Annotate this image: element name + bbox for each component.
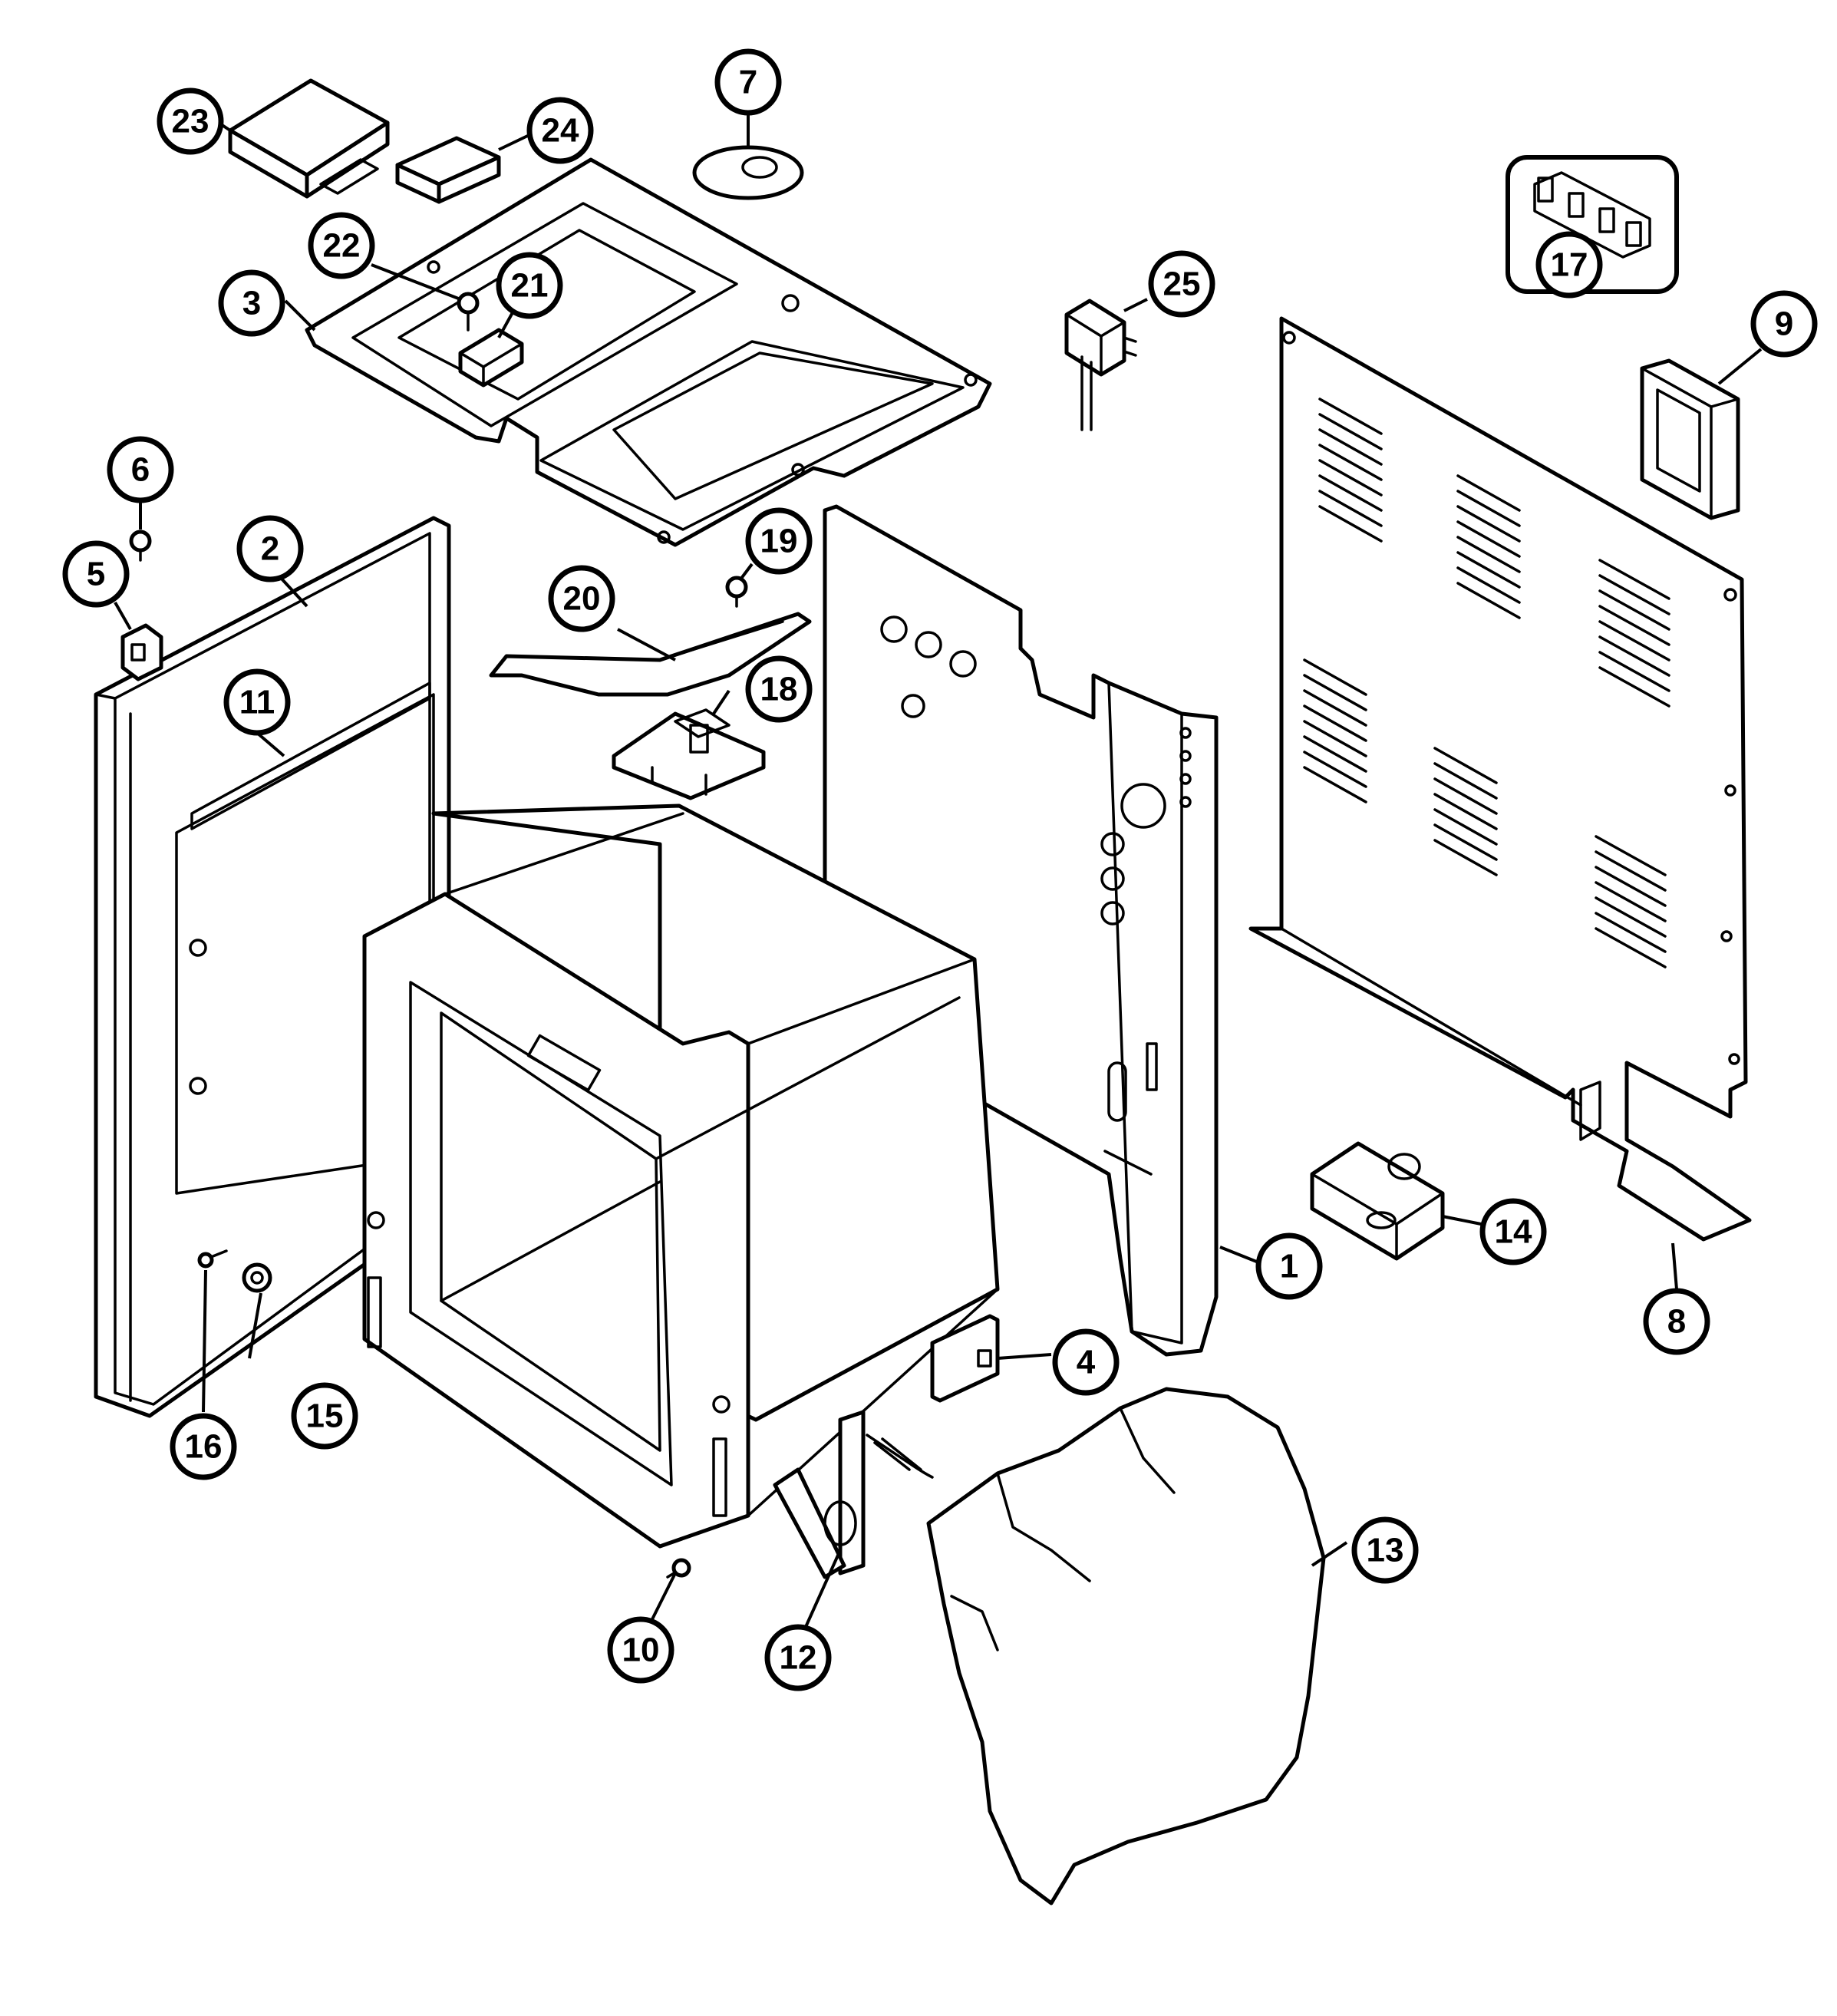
svg-text:1: 1 bbox=[1280, 1248, 1298, 1285]
callout-21: 21 bbox=[496, 252, 563, 319]
svg-text:24: 24 bbox=[542, 112, 579, 150]
callout-1: 1 bbox=[1255, 1232, 1323, 1300]
callout-5: 5 bbox=[62, 540, 130, 608]
callout-22: 22 bbox=[308, 212, 375, 279]
svg-text:19: 19 bbox=[760, 523, 798, 560]
part-13-insulation bbox=[926, 1387, 1326, 1905]
part-3-top-panel bbox=[305, 157, 992, 547]
part-1-right-side-panel bbox=[823, 504, 1219, 1357]
louver-group-2 bbox=[1456, 474, 1521, 619]
svg-text:18: 18 bbox=[760, 671, 798, 708]
callout-16: 16 bbox=[170, 1413, 237, 1480]
svg-text:22: 22 bbox=[323, 227, 361, 265]
svg-text:16: 16 bbox=[185, 1428, 223, 1466]
callout-6: 6 bbox=[107, 436, 174, 503]
callout-23: 23 bbox=[157, 87, 224, 155]
svg-text:7: 7 bbox=[739, 64, 757, 101]
part-15-grommet bbox=[242, 1262, 272, 1293]
part-6-screw bbox=[129, 530, 152, 562]
leader-lines bbox=[114, 113, 1763, 1628]
callout-11: 11 bbox=[223, 668, 291, 736]
callout-7: 7 bbox=[714, 48, 782, 116]
part-21-switch bbox=[458, 328, 524, 388]
part-14-bracket bbox=[1310, 1141, 1445, 1261]
panel-holes bbox=[880, 615, 1192, 1176]
part-19-screw bbox=[725, 576, 748, 608]
part-23-box bbox=[228, 78, 390, 199]
svg-text:14: 14 bbox=[1495, 1213, 1532, 1251]
svg-text:4: 4 bbox=[1077, 1344, 1096, 1381]
svg-text:23: 23 bbox=[172, 103, 209, 140]
callout-4: 4 bbox=[1052, 1328, 1120, 1396]
part-7-cap bbox=[692, 145, 804, 200]
callout-2: 2 bbox=[236, 515, 304, 582]
svg-text:3: 3 bbox=[242, 285, 261, 322]
callout-17: 17 bbox=[1535, 231, 1603, 299]
part-22-screw bbox=[457, 292, 480, 332]
part-18-latch bbox=[612, 708, 766, 800]
part-8-back-panel bbox=[1248, 316, 1752, 1242]
callout-12: 12 bbox=[764, 1624, 832, 1691]
part-10-screw bbox=[666, 1558, 691, 1579]
svg-text:21: 21 bbox=[511, 267, 549, 305]
part-9-bracket bbox=[1640, 358, 1740, 520]
part-20-lever bbox=[489, 612, 812, 697]
callout-14: 14 bbox=[1479, 1198, 1547, 1265]
louver-group-6 bbox=[1595, 835, 1667, 968]
svg-text:20: 20 bbox=[563, 580, 601, 618]
callout-20: 20 bbox=[548, 565, 615, 632]
callout-8: 8 bbox=[1643, 1288, 1710, 1355]
callout-24: 24 bbox=[526, 97, 594, 164]
louver-group-4 bbox=[1303, 658, 1367, 803]
callout-18: 18 bbox=[745, 655, 813, 723]
part-5-clip bbox=[120, 623, 163, 681]
part-25-power-cord bbox=[1064, 299, 1137, 431]
svg-text:10: 10 bbox=[622, 1632, 660, 1669]
louver-group-3 bbox=[1598, 559, 1670, 708]
callout-9: 9 bbox=[1750, 290, 1818, 358]
svg-text:9: 9 bbox=[1775, 305, 1793, 343]
part-4-bracket bbox=[930, 1314, 1000, 1403]
svg-text:8: 8 bbox=[1667, 1303, 1686, 1341]
louver-group-1 bbox=[1318, 398, 1383, 543]
callout-25: 25 bbox=[1148, 250, 1215, 318]
callout-15: 15 bbox=[291, 1382, 358, 1450]
callout-10: 10 bbox=[607, 1616, 674, 1684]
svg-text:12: 12 bbox=[780, 1639, 817, 1677]
svg-text:15: 15 bbox=[306, 1397, 344, 1435]
part-24-bracket bbox=[395, 136, 501, 204]
svg-text:25: 25 bbox=[1163, 266, 1201, 303]
callout-13: 13 bbox=[1351, 1516, 1419, 1584]
callout-19: 19 bbox=[745, 507, 813, 575]
svg-text:6: 6 bbox=[131, 451, 150, 489]
part-16-screw bbox=[197, 1249, 228, 1269]
callout-3: 3 bbox=[218, 269, 285, 337]
part-17-terminal-block bbox=[1533, 171, 1651, 259]
svg-text:5: 5 bbox=[87, 556, 105, 593]
part-12-hinge bbox=[773, 1410, 934, 1579]
oven-cavity bbox=[362, 803, 1000, 1549]
louver-group-5 bbox=[1433, 747, 1498, 876]
svg-text:13: 13 bbox=[1367, 1532, 1404, 1569]
svg-text:17: 17 bbox=[1551, 246, 1588, 284]
svg-text:11: 11 bbox=[239, 684, 275, 721]
svg-text:2: 2 bbox=[261, 530, 279, 568]
